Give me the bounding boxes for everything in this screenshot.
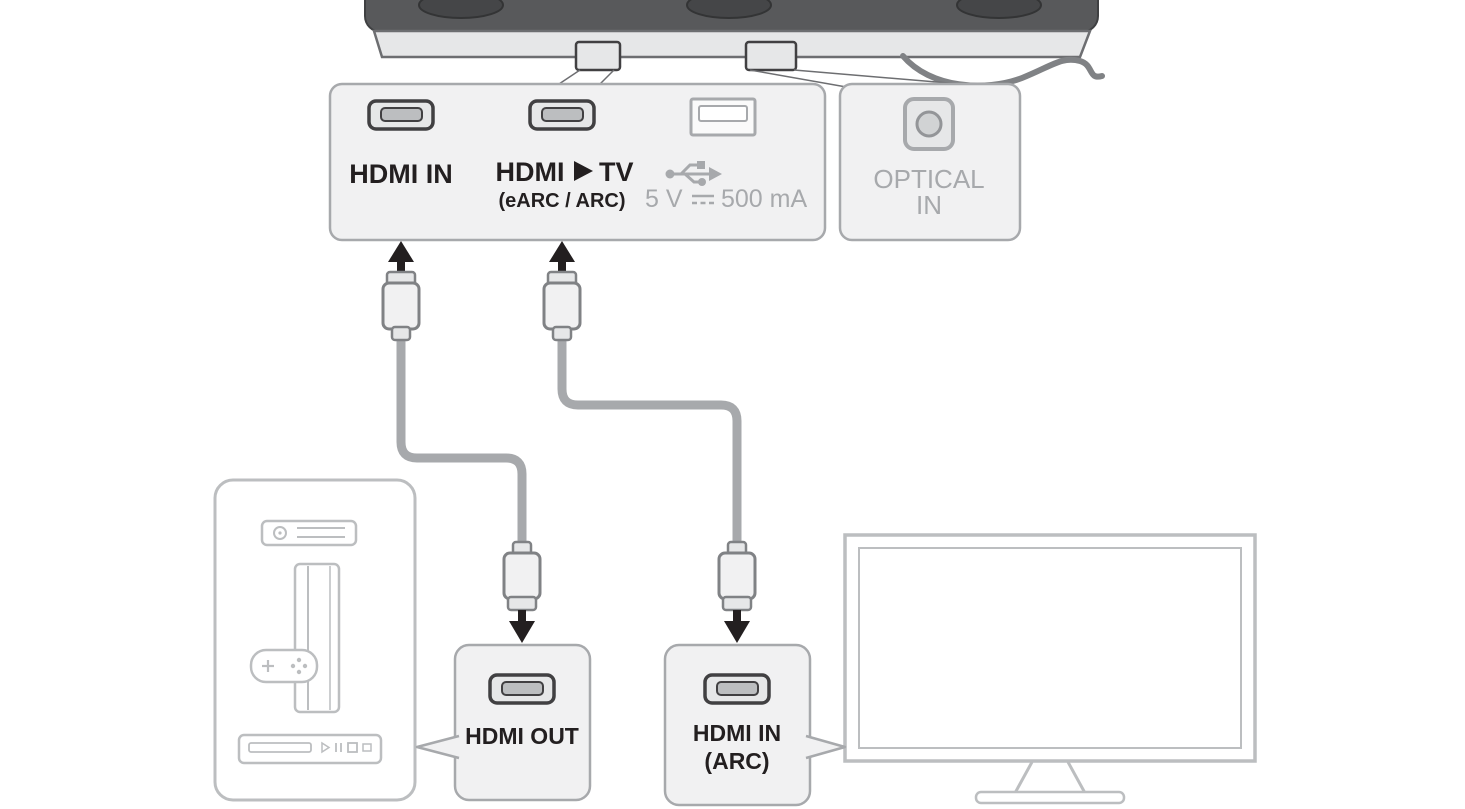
callout-pointer-right [805,734,847,760]
play-arrow-icon [574,161,593,181]
soundbar-front [372,29,1092,59]
soundbar-notch-right [744,40,798,72]
soundbar-foot [686,0,772,19]
hdmi-cable-right [557,338,742,546]
hdmi-plug-icon [381,270,421,342]
gamepad-icon [249,648,319,684]
hdmi-in-arc-port-icon [703,673,771,705]
hdmi-out-label: HDMI OUT [465,723,579,749]
tv-icon [843,533,1257,805]
hdmi-in-port-icon [367,99,435,131]
hdmi-out-box: HDMI OUT [415,643,592,802]
power-cable [900,53,1105,89]
source-devices-box [213,478,417,802]
tv-stand-neck [1013,761,1087,794]
hdmi-plug-icon [717,540,757,612]
usb-rating-right: 500 mA [721,185,807,213]
down-arrow-icon [724,610,750,643]
soundbar-notch-left [574,40,622,72]
optical-label-line2: IN [916,190,942,220]
hdmi-cable-left [396,338,527,546]
up-arrow-icon [549,241,575,272]
callout-pointer-left [415,734,460,760]
game-console-icon [293,562,341,714]
optical-label-line1: OPTICAL [873,164,984,194]
earc-arc-label: (eARC / ARC) [498,190,625,212]
hdmi-tv-label-left: HDMI [496,157,565,187]
soundbar-foot [956,0,1042,19]
hdmi-tv-label-right: TV [599,157,634,187]
tv-screen [858,547,1242,749]
tv-frame [843,533,1257,763]
tv-stand-base [974,790,1126,805]
usb-trident-icon [665,161,722,186]
hdmi-tv-port-icon [528,99,596,131]
soundbar-foot [418,0,504,19]
usb-port-icon [689,97,757,137]
hdmi-in-arc-box: HDMI IN (ARC) [663,643,847,807]
usb-rating-left: 5 V [645,185,683,213]
hdmi-plug-icon [502,540,542,612]
down-arrow-icon [509,610,535,643]
soundbar [364,0,1105,89]
optical-port-icon [903,97,955,151]
up-arrow-icon [388,241,414,272]
hdmi-in-arc-label-line2: (ARC) [704,748,769,774]
dc-symbol-icon [692,194,714,205]
hdmi-in-label: HDMI IN [349,159,453,189]
hdmi-out-port-icon [488,673,556,705]
optical-panel [838,82,1022,242]
hdmi-in-arc-label-line1: HDMI IN [693,720,781,746]
hdmi-plug-icon [542,270,582,342]
blu-ray-player-icon [237,733,383,765]
set-top-box-icon [260,519,358,547]
